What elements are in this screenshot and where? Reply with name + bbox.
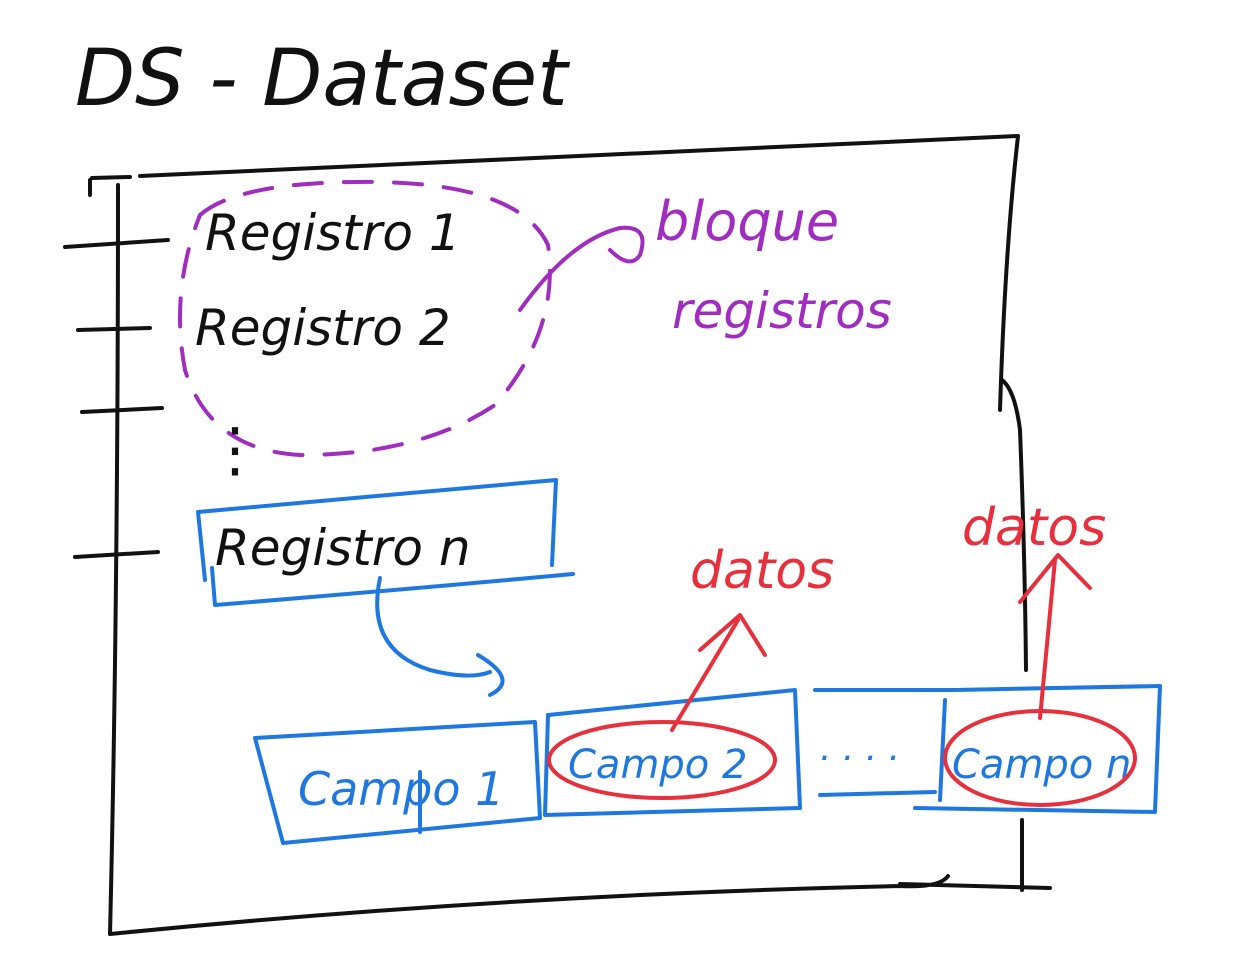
record-n-box bbox=[196, 478, 575, 607]
field-ellipsis: . . . . bbox=[820, 728, 900, 769]
record-1: Registro 1 bbox=[205, 204, 461, 262]
data-label-1: datos bbox=[690, 541, 834, 601]
data-arrow-2 bbox=[1018, 553, 1092, 720]
record-2: Registro 2 bbox=[195, 299, 451, 357]
field-n: Campo n bbox=[952, 742, 1131, 788]
block-label-2: registros bbox=[672, 282, 892, 340]
block-connector bbox=[518, 225, 645, 312]
record-to-fields-arrow bbox=[375, 576, 505, 697]
record-block-outline bbox=[178, 179, 552, 458]
diagram-title: DS - Dataset bbox=[75, 34, 570, 124]
dataset-box bbox=[88, 134, 1052, 936]
record-ellipsis: ⋮ bbox=[205, 415, 265, 485]
field-2-highlight bbox=[547, 720, 777, 800]
data-arrow-1 bbox=[670, 613, 767, 732]
record-ticks bbox=[63, 238, 170, 559]
field-2: Campo 2 bbox=[568, 742, 747, 788]
field-n-box bbox=[913, 684, 1162, 814]
field-1-box bbox=[253, 720, 542, 845]
record-n: Registro n bbox=[215, 519, 471, 577]
field-1: Campo 1 bbox=[298, 762, 504, 816]
data-label-2: datos bbox=[962, 498, 1106, 558]
field-gap-box bbox=[813, 688, 957, 797]
field-2-box bbox=[543, 688, 802, 817]
block-label-1: bloque bbox=[655, 190, 839, 253]
